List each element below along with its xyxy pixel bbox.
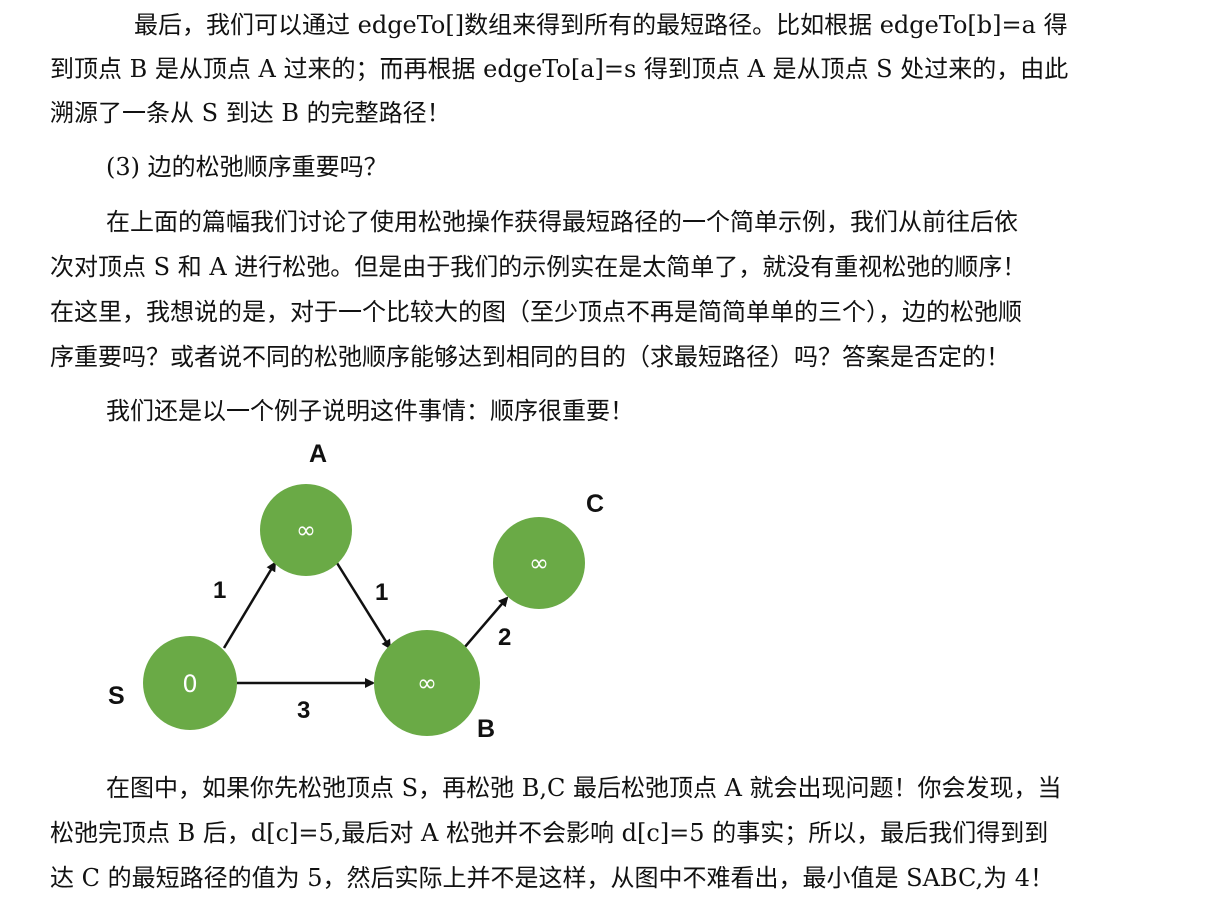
paragraph-2-line-4: 序重要吗？或者说不同的松弛顺序能够达到相同的目的（求最短路径）吗？答案是否定的！ <box>50 343 1010 371</box>
node-b: ∞ <box>374 630 480 736</box>
edge-weight-a-b: 1 <box>375 579 388 606</box>
node-s-value: 0 <box>182 670 197 698</box>
paragraph-4-line-3: 达 C 的最短路径的值为 5，然后实际上并不是这样，从图中不难看出，最小值是 S… <box>50 864 1055 892</box>
paragraph-1-line-1: 最后，我们可以通过 edgeTo[]数组来得到所有的最短路径。比如根据 edge… <box>134 11 1068 39</box>
node-label-b: B <box>477 715 495 743</box>
edge-s-a <box>222 561 277 649</box>
paragraph-4-line-2: 松弛完顶点 B 后，d[c]=5,最后对 A 松弛并不会影响 d[c]=5 的事… <box>50 819 1049 847</box>
edge-weight-s-a: 1 <box>213 577 226 604</box>
paragraph-3: 我们还是以一个例子说明这件事情：顺序很重要！ <box>106 397 634 425</box>
edge-b-c <box>463 596 509 649</box>
edge-weight-s-b: 3 <box>297 697 310 724</box>
shortest-path-graph: 1 1 3 2 0 ∞ ∞ ∞ A C B S <box>108 440 604 743</box>
node-label-c: C <box>586 490 604 518</box>
node-label-a: A <box>309 440 327 468</box>
paragraph-2-line-3: 在这里，我想说的是，对于一个比较大的图（至少顶点不再是简简单单的三个），边的松弛… <box>50 298 1022 326</box>
node-a: ∞ <box>260 484 352 576</box>
paragraph-4-line-1: 在图中，如果你先松弛顶点 S，再松弛 B,C 最后松弛顶点 A 就会出现问题！你… <box>106 774 1062 802</box>
paragraph-1-line-3: 溯源了一条从 S 到达 B 的完整路径！ <box>50 99 451 127</box>
paragraph-2-line-1: 在上面的篇幅我们讨论了使用松弛操作获得最短路径的一个简单示例，我们从前往后依 <box>106 208 1018 236</box>
edge-weight-b-c: 2 <box>498 624 511 651</box>
section-heading: (3) 边的松弛顺序重要吗？ <box>106 153 388 181</box>
paragraph-1-line-2: 到顶点 B 是从顶点 A 过来的；而再根据 edgeTo[a]=s 得到顶点 A… <box>50 55 1069 83</box>
edge-a-b <box>335 562 392 650</box>
node-s: 0 <box>143 636 237 730</box>
node-c-value: ∞ <box>529 549 549 577</box>
paragraph-2-line-2: 次对顶点 S 和 A 进行松弛。但是由于我们的示例实在是太简单了，就没有重视松弛… <box>50 253 1027 281</box>
node-a-value: ∞ <box>296 516 316 544</box>
node-c: ∞ <box>493 517 585 609</box>
node-b-value: ∞ <box>417 669 437 697</box>
node-label-s: S <box>108 682 125 710</box>
